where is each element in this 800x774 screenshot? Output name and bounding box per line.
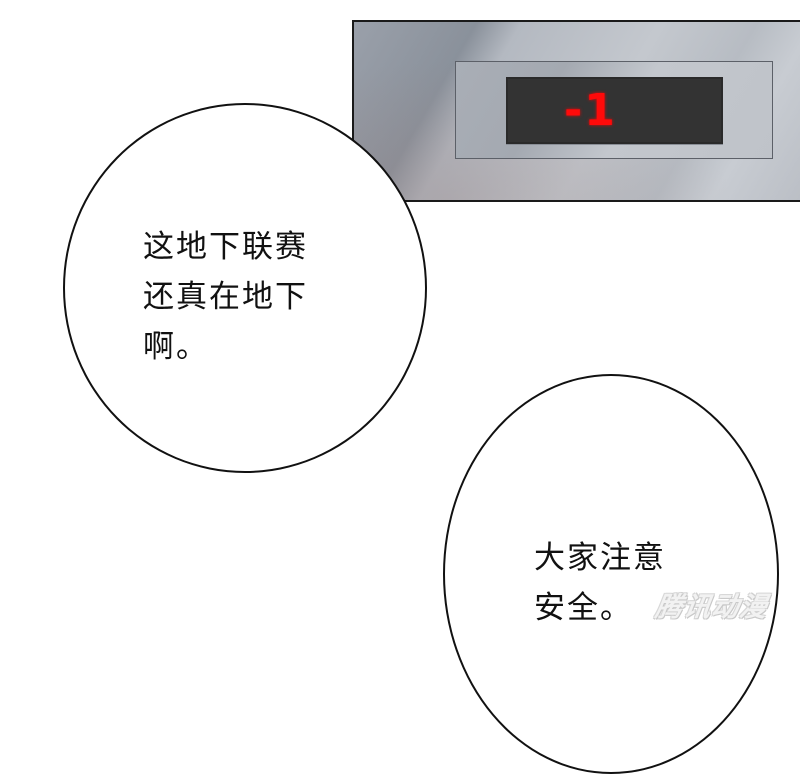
speech-bubble-left: 这地下联赛 还真在地下 啊。 (63, 103, 427, 473)
watermark-logo: 腾讯动漫 (653, 592, 770, 623)
speech-text-right: 大家注意 安全。 (534, 540, 666, 626)
speech-text-left: 这地下联赛 还真在地下 啊。 (143, 229, 308, 365)
floor-indicator: -1 (564, 85, 617, 136)
speech-bubble-right: 大家注意 安全。 (443, 374, 779, 774)
elevator-panel: -1 (352, 20, 800, 202)
floor-display: -1 (506, 77, 723, 144)
display-bezel: -1 (455, 61, 773, 159)
